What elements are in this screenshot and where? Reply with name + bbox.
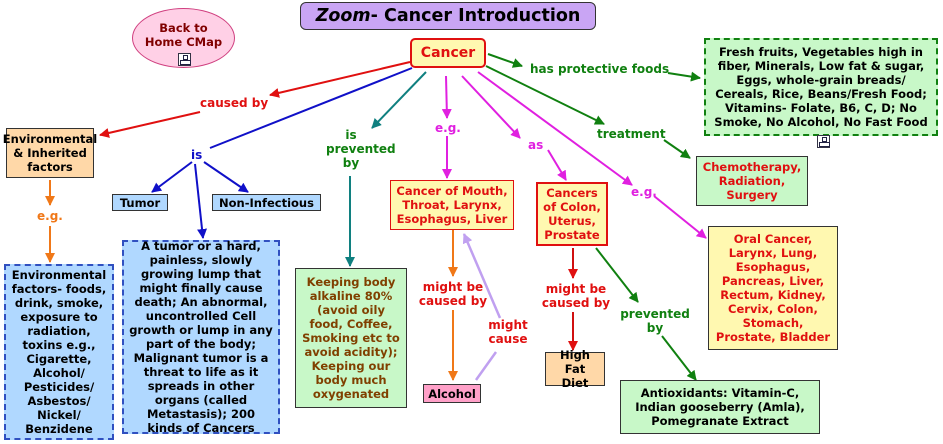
- node-cancer-types-text: Oral Cancer, Larynx, Lung, Esophagus, Pa…: [715, 232, 831, 344]
- node-alkaline[interactable]: Keeping body alkaline 80% (avoid oily fo…: [295, 268, 407, 408]
- link-caused-by-env: [99, 111, 201, 138]
- link-cancer-eg-right: [477, 71, 633, 186]
- title-prefix: Zoom: [315, 6, 371, 26]
- link-cancer-is: [209, 67, 413, 149]
- label-prevented-by: prevented by: [620, 307, 690, 335]
- node-protective-foods-text: Fresh fruits, Vegetables high in fiber, …: [714, 45, 928, 129]
- label-is-prevented-by: is prevented by: [326, 128, 396, 170]
- link-cancer-treatment: [485, 65, 605, 125]
- link-protective-foods: [667, 71, 701, 82]
- link-alcohol-mightcause: [474, 351, 498, 381]
- label-has-protective-foods: has protective foods: [530, 62, 670, 76]
- link-cancer-as: [461, 75, 521, 139]
- back-home-button[interactable]: Back to Home CMap: [132, 8, 235, 68]
- node-colon-cancer[interactable]: Cancers of Colon, Uterus, Prostate: [536, 182, 608, 246]
- label-treatment: treatment: [597, 127, 666, 141]
- label-caused-by: caused by: [200, 96, 269, 110]
- label-might-be-caused-2: might be caused by: [541, 282, 611, 310]
- link-eg-types: [653, 195, 707, 239]
- node-env-factors-text: Environmental & Inherited factors: [2, 132, 98, 174]
- link-colon-preventedby: [595, 247, 639, 303]
- node-high-fat[interactable]: High Fat Diet: [545, 348, 605, 390]
- node-tumor-text: Tumor: [119, 195, 161, 210]
- node-treatment[interactable]: Chemotherapy, Radiation, Surgery: [696, 156, 808, 206]
- node-cancer-types[interactable]: Oral Cancer, Larynx, Lung, Esophagus, Pa…: [708, 226, 838, 350]
- node-env-list[interactable]: Environmental factors- foods, drink, smo…: [4, 264, 114, 440]
- label-eg-right: e.g.: [631, 185, 657, 199]
- link-treatment-chemo: [663, 139, 691, 159]
- node-non-infectious[interactable]: Non-Infectious: [212, 194, 321, 211]
- node-cancer-text: Cancer: [420, 45, 476, 61]
- node-alcohol-text: Alcohol: [428, 386, 476, 401]
- node-protective-foods[interactable]: Fresh fruits, Vegetables high in fiber, …: [704, 38, 938, 136]
- node-alkaline-text: Keeping body alkaline 80% (avoid oily fo…: [302, 275, 400, 401]
- page-title: Zoom - Cancer Introduction: [300, 2, 596, 30]
- node-tumor[interactable]: Tumor: [112, 194, 168, 211]
- link-is-tumor: [151, 161, 193, 193]
- node-cancer[interactable]: Cancer: [410, 38, 486, 68]
- link-cancer-protective: [487, 53, 523, 68]
- node-high-fat-text: High Fat Diet: [560, 348, 590, 390]
- concept-map-icon[interactable]: [817, 135, 830, 148]
- node-antioxidants[interactable]: Antioxidants: Vitamin-C, Indian gooseber…: [620, 380, 820, 434]
- node-treatment-text: Chemotherapy, Radiation, Surgery: [702, 160, 802, 202]
- label-as: as: [528, 138, 544, 152]
- node-tumor-desc-text: A tumor or a hard, painless, slowly grow…: [129, 239, 273, 435]
- link-preventedby-antiox: [661, 335, 697, 381]
- label-might-be-caused-1: might be caused by: [418, 280, 488, 308]
- link-is-desc: [194, 163, 208, 239]
- node-mouth-cancer-text: Cancer of Mouth, Throat, Larynx, Esophag…: [396, 184, 508, 226]
- concept-map-icon[interactable]: [178, 53, 191, 66]
- link-cancer-prevented: [371, 71, 427, 129]
- link-cancer-caused-by: [269, 61, 411, 98]
- node-mouth-cancer[interactable]: Cancer of Mouth, Throat, Larynx, Esophag…: [390, 180, 514, 230]
- link-is-noninf: [203, 161, 249, 193]
- label-eg-left: e.g.: [37, 209, 63, 223]
- node-alcohol[interactable]: Alcohol: [423, 384, 481, 403]
- title-rest: - Cancer Introduction: [370, 6, 581, 26]
- node-antioxidants-text: Antioxidants: Vitamin-C, Indian gooseber…: [635, 386, 805, 428]
- node-env-list-text: Environmental factors- foods, drink, smo…: [11, 268, 107, 436]
- node-non-infectious-text: Non-Infectious: [219, 195, 314, 210]
- node-env-factors[interactable]: Environmental & Inherited factors: [2, 128, 98, 178]
- link-cancer-eg-mid: [441, 75, 452, 119]
- node-colon-cancer-text: Cancers of Colon, Uterus, Prostate: [543, 186, 601, 242]
- node-tumor-desc[interactable]: A tumor or a hard, painless, slowly grow…: [122, 239, 280, 435]
- label-might-cause: might cause: [488, 318, 528, 346]
- link-as-colon: [547, 149, 567, 181]
- label-eg-mid: e.g.: [435, 121, 461, 135]
- home-line1: Back to: [159, 21, 208, 35]
- home-line2: Home CMap: [144, 35, 223, 49]
- label-is: is: [191, 148, 203, 162]
- link-mightcause-mouth: [462, 233, 502, 319]
